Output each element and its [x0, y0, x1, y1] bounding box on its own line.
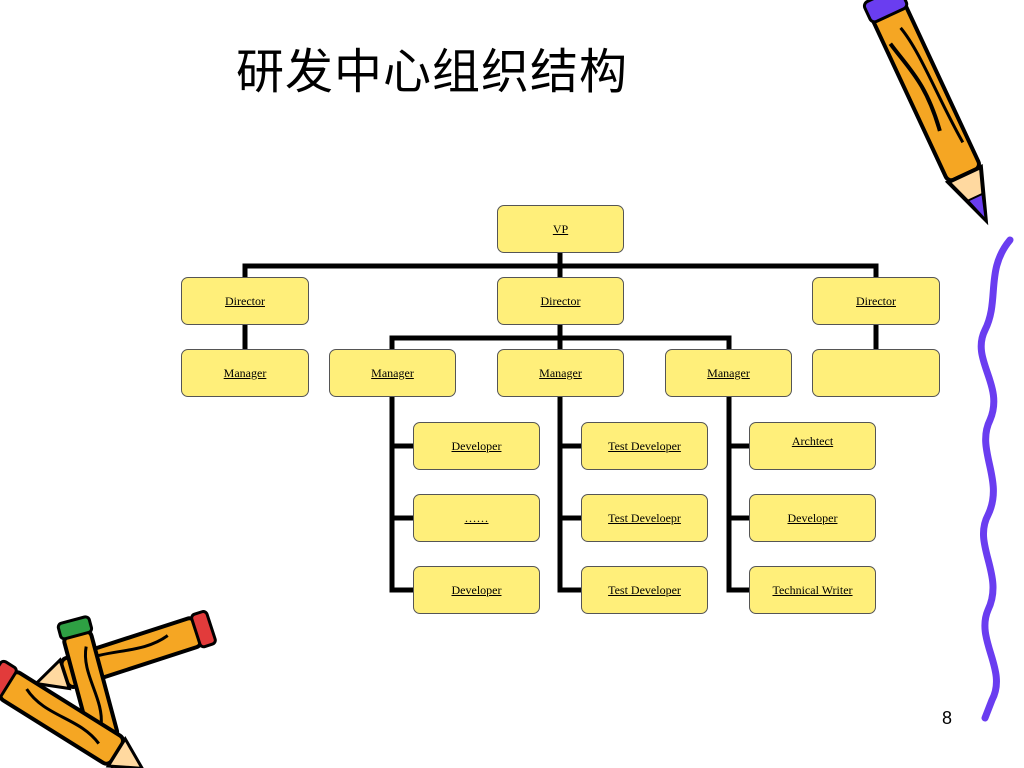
node-staff-col3-1[interactable]: Archtect	[749, 422, 876, 470]
slide-title: 研发中心组织结构	[236, 44, 629, 100]
node-vp[interactable]: VP	[497, 205, 624, 253]
page-number: 8	[942, 708, 953, 728]
crossed-pencils-icon	[0, 610, 217, 768]
node-manager-center-1[interactable]: Manager	[329, 349, 456, 397]
squiggle-line-icon	[977, 236, 1014, 722]
node-staff-col1-2[interactable]: ……	[413, 494, 540, 542]
pencil-icon	[862, 0, 989, 226]
node-manager-right[interactable]	[812, 349, 940, 397]
